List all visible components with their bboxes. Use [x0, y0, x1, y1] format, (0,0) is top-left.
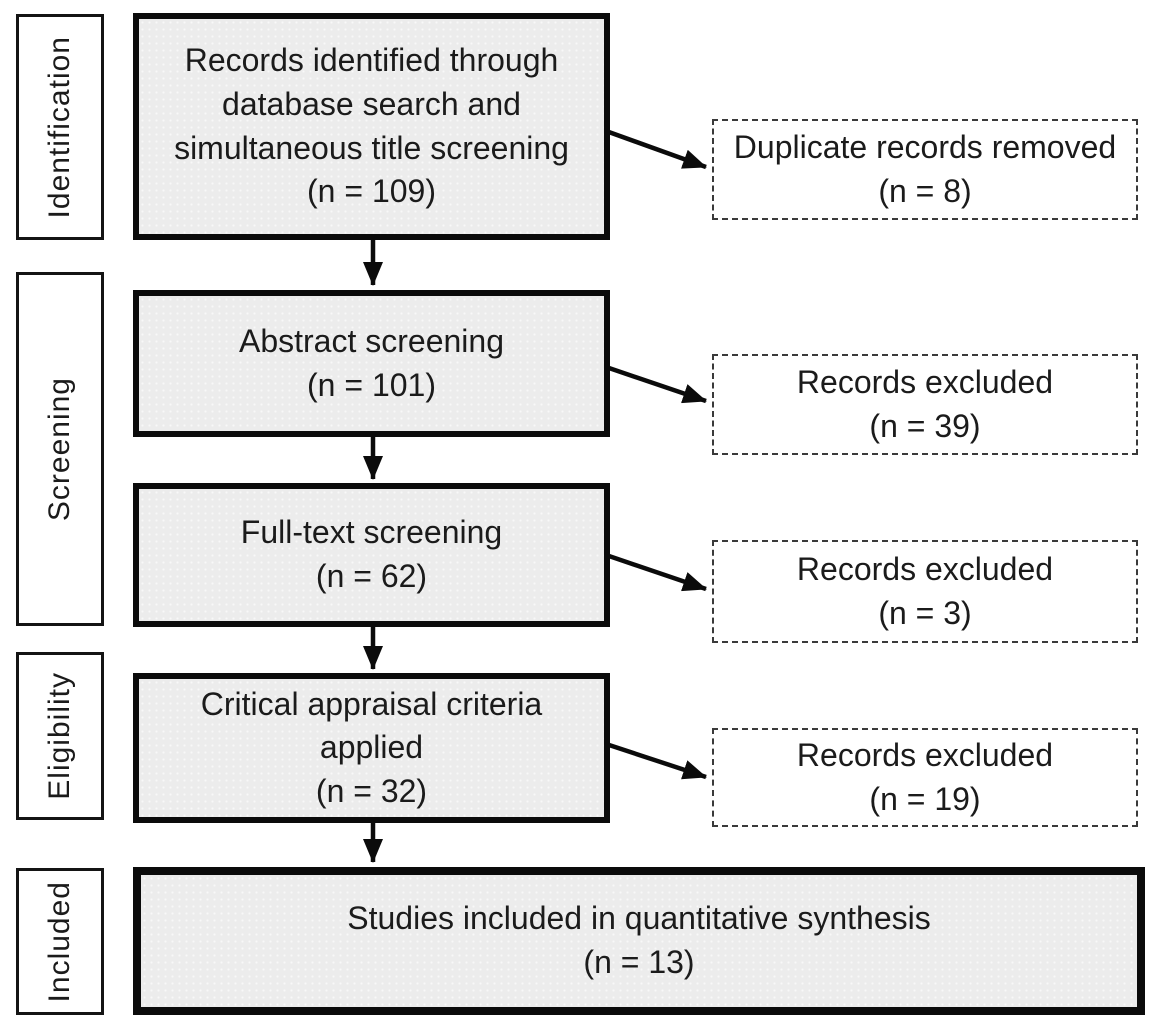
- process-box-abstract-screening: Abstract screening (n = 101): [133, 290, 610, 437]
- process-box-fulltext-screening-count: (n = 62): [315, 558, 428, 594]
- stage-label-eligibility: Eligibility: [16, 652, 104, 820]
- process-box-records-identified: Records identified through database sear…: [133, 13, 610, 240]
- arrow-to-duplicates-removed: [605, 128, 707, 170]
- exclusion-box-records-excluded-fulltext-count: (n = 3): [878, 594, 972, 631]
- process-box-critical-appraisal-count: (n = 32): [315, 772, 428, 809]
- arrow-to-excluded-39: [605, 364, 707, 404]
- exclusion-box-records-excluded-appraisal: Records excluded (n = 19): [712, 728, 1138, 827]
- exclusion-box-records-excluded-abstract: Records excluded (n = 39): [712, 354, 1138, 455]
- process-box-records-identified-text: Records identified through database sear…: [174, 42, 569, 166]
- process-box-records-identified-count: (n = 109): [307, 173, 436, 210]
- exclusion-box-records-excluded-fulltext: Records excluded (n = 3): [712, 540, 1138, 643]
- process-box-studies-included: Studies included in quantitative synthes…: [133, 867, 1145, 1015]
- exclusion-box-duplicates-removed: Duplicate records removed (n = 8): [712, 119, 1138, 220]
- arrow-to-excluded-3: [605, 552, 707, 592]
- process-box-fulltext-screening-text: Full-text screening: [240, 514, 503, 551]
- stage-label-included: Included: [16, 868, 104, 1015]
- process-box-fulltext-screening: Full-text screening (n = 62): [133, 483, 610, 627]
- process-box-critical-appraisal: Critical appraisal criteria applied (n =…: [133, 673, 610, 823]
- stage-label-identification: Identification: [16, 14, 104, 240]
- process-box-studies-included-text: Studies included in quantitative synthes…: [347, 900, 931, 937]
- exclusion-box-records-excluded-abstract-count: (n = 39): [869, 407, 981, 444]
- stage-label-included-text: Included: [43, 880, 76, 1003]
- process-box-abstract-screening-text: Abstract screening: [238, 322, 504, 359]
- process-box-abstract-screening-count: (n = 101): [307, 366, 436, 403]
- exclusion-box-records-excluded-appraisal-text: Records excluded: [796, 736, 1054, 773]
- stage-label-identification-text: Identification: [43, 35, 76, 219]
- process-box-studies-included-count: (n = 13): [583, 944, 695, 980]
- exclusion-box-duplicates-removed-count: (n = 8): [878, 172, 972, 209]
- exclusion-box-records-excluded-abstract-text: Records excluded: [796, 363, 1054, 400]
- stage-label-screening: Screening: [16, 272, 104, 626]
- exclusion-box-records-excluded-fulltext-text: Records excluded: [796, 550, 1054, 587]
- arrow-to-excluded-19: [605, 741, 707, 780]
- exclusion-box-duplicates-removed-text: Duplicate records removed: [733, 128, 1117, 165]
- stage-label-screening-text: Screening: [43, 376, 76, 522]
- stage-label-eligibility-text: Eligibility: [43, 672, 76, 800]
- exclusion-box-records-excluded-appraisal-count: (n = 19): [869, 780, 981, 817]
- process-box-critical-appraisal-text: Critical appraisal criteria applied: [200, 685, 543, 766]
